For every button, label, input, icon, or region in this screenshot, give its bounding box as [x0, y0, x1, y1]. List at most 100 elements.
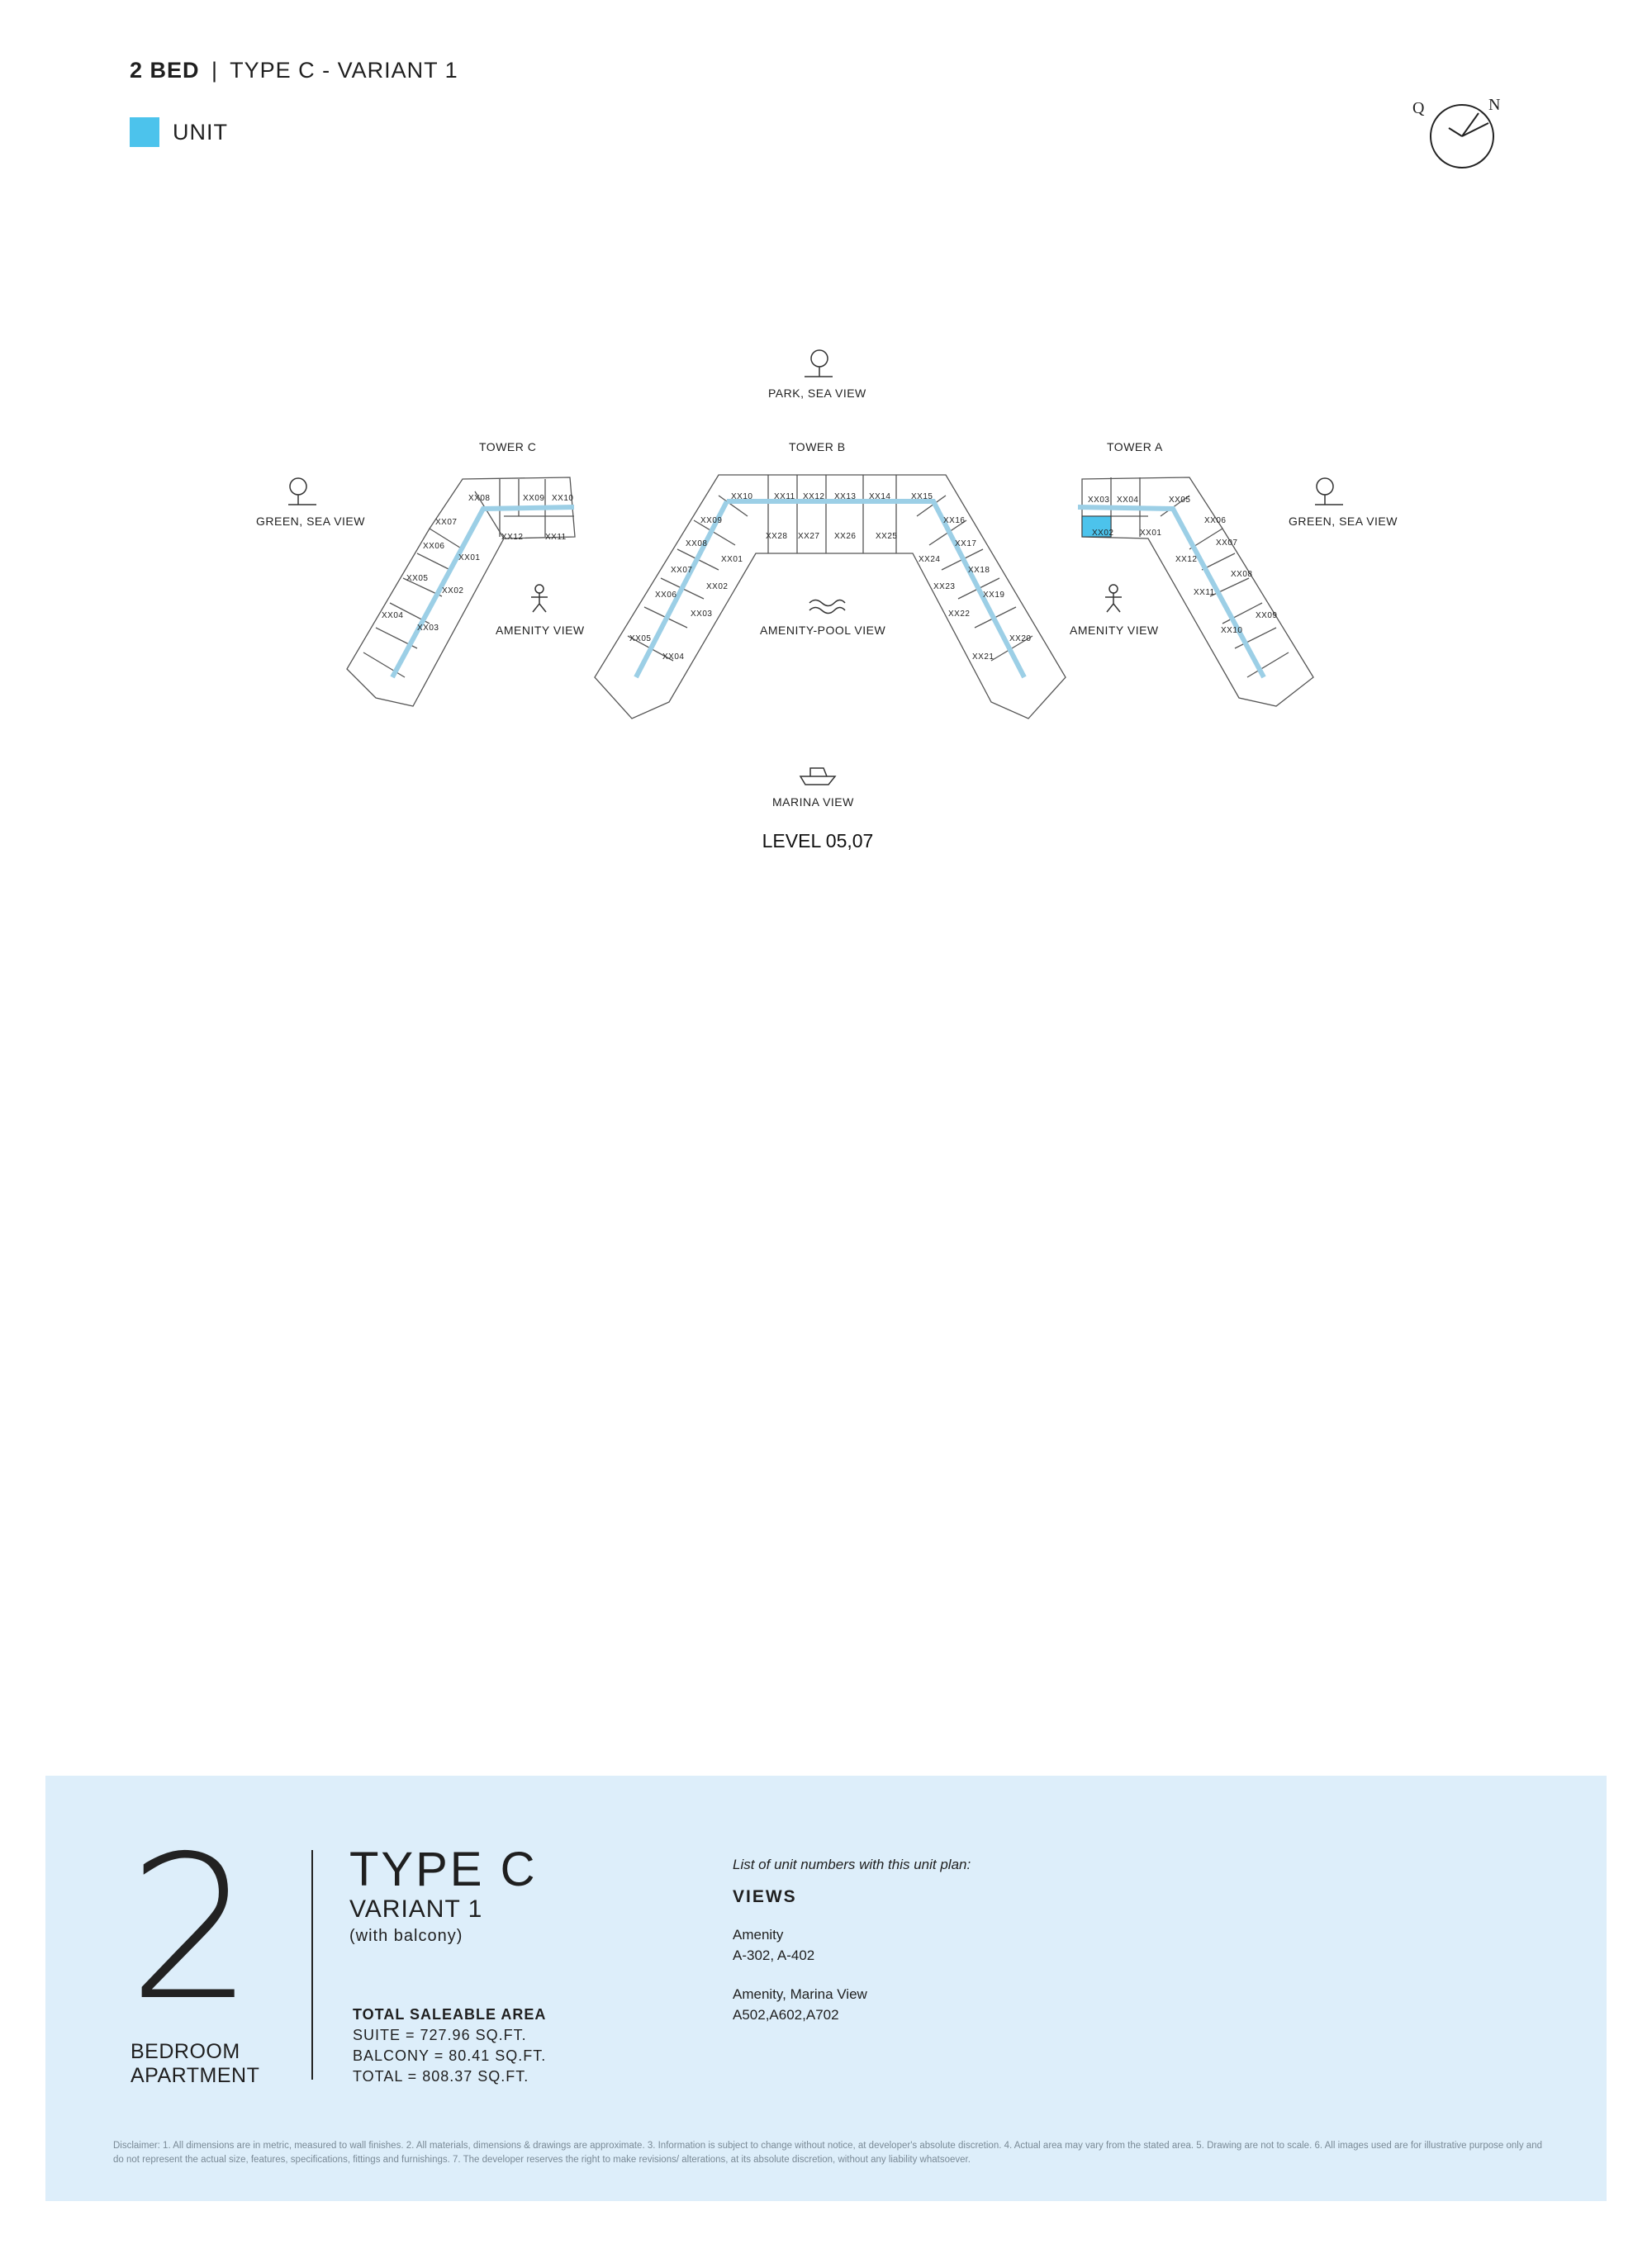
unit-label-tower-c: XX04	[382, 611, 404, 620]
view-group-units: A502,A602,A702	[733, 2007, 839, 2023]
info-panel: 2 BEDROOM APARTMENT TYPE C VARIANT 1 (wi…	[45, 1776, 1607, 2201]
legend: UNIT	[130, 117, 228, 147]
view-group-name: Amenity, Marina View	[733, 1986, 867, 2002]
variant-label: VARIANT 1	[349, 1895, 483, 1923]
unit-label-tower-c: XX05	[406, 574, 429, 583]
view-label-amenity-left: AMENITY VIEW	[496, 624, 585, 637]
unit-label-tower-b: XX05	[629, 634, 652, 643]
unit-label-tower-b: XX09	[700, 516, 723, 525]
unit-label-tower-a: XX08	[1231, 570, 1253, 579]
tower-c-corridor	[390, 505, 575, 679]
compass-n-label: N	[1488, 96, 1500, 114]
unit-label-tower-b: XX17	[955, 539, 977, 548]
unit-label-tower-a: XX09	[1256, 611, 1278, 620]
view-label-left: GREEN, SEA VIEW	[256, 515, 365, 528]
unit-label-tower-c: XX07	[435, 518, 458, 527]
balcony-area: BALCONY = 80.41 SQ.FT.	[353, 2047, 547, 2064]
unit-swatch	[130, 117, 159, 147]
title-separator: |	[211, 58, 219, 83]
unit-label-tower-c: XX10	[552, 494, 574, 503]
tower-a-corridor	[1077, 505, 1266, 679]
balcony-note: (with balcony)	[349, 1927, 463, 1945]
unit-label-tower-c: XX12	[501, 533, 524, 542]
view-group-units: A-302, A-402	[733, 1948, 815, 1963]
unit-label-tower-b: XX28	[766, 532, 788, 541]
site-plan: PARK, SEA VIEW GREEN, SEA VIEW GREEN, SE…	[0, 330, 1652, 859]
page-title: 2 BED | TYPE C - VARIANT 1	[130, 58, 458, 83]
tower-b-label: TOWER B	[789, 440, 846, 453]
compass-icon: Q N	[1412, 96, 1500, 168]
divider	[311, 1850, 313, 2080]
view-label-amenity-right: AMENITY VIEW	[1070, 624, 1159, 637]
view-label-pool: AMENITY-POOL VIEW	[760, 624, 886, 637]
level-label: LEVEL 05,07	[762, 830, 874, 852]
unit-label-tower-a: XX04	[1117, 496, 1139, 505]
unit-label-tower-b: XX03	[691, 610, 713, 619]
view-group: Amenity A-302, A-402	[733, 1924, 814, 1966]
tower-c-outline	[346, 477, 576, 707]
views-title: VIEWS	[733, 1887, 797, 1906]
unit-label-tower-b: XX26	[834, 532, 857, 541]
unit-label-tower-b: XX08	[686, 539, 708, 548]
tower-a-label: TOWER A	[1107, 440, 1163, 453]
unit-label-tower-b: XX22	[948, 610, 971, 619]
unit-label-tower-c: XX01	[458, 553, 481, 562]
unit-label-tower-a: XX11	[1194, 588, 1215, 597]
unit-label-tower-c: XX06	[423, 542, 445, 551]
unit-label-tower-b: XX20	[1009, 634, 1032, 643]
boat-icon	[799, 767, 837, 785]
view-group-name: Amenity	[733, 1927, 784, 1943]
site-plan-drawing	[346, 474, 1314, 719]
unit-label-tower-b: XX21	[972, 652, 995, 662]
area-block: TOTAL SALEABLE AREA SUITE = 727.96 SQ.FT…	[353, 2004, 546, 2087]
tower-c-label: TOWER C	[479, 440, 537, 453]
unit-label-tower-c: XX09	[523, 494, 545, 503]
park-icon	[805, 349, 833, 377]
view-label-right: GREEN, SEA VIEW	[1289, 515, 1398, 528]
view-label-top: PARK, SEA VIEW	[768, 387, 866, 400]
bedroom-count: 2	[128, 1813, 254, 2044]
unit-label-tower-b: XX11	[774, 492, 795, 501]
bed-label: 2 BED	[130, 58, 200, 83]
unit-label-tower-b: XX19	[983, 591, 1005, 600]
unit-label-tower-a: XX07	[1216, 538, 1238, 548]
unit-label-tower-b: XX01	[721, 555, 743, 564]
compass-q-label: Q	[1412, 99, 1425, 117]
unit-label-tower-b: XX04	[662, 652, 685, 662]
tower-b-outline	[594, 474, 1066, 719]
unit-label-tower-b: XX24	[919, 555, 941, 564]
unit-label-tower-a: XX06	[1204, 516, 1227, 525]
unit-label-tower-c: XX03	[417, 624, 439, 633]
type-label: TYPE C - VARIANT 1	[230, 58, 458, 83]
list-note: List of unit numbers with this unit plan…	[733, 1857, 971, 1872]
unit-label-tower-b: XX27	[798, 532, 820, 541]
amenity-icon-right	[1105, 584, 1122, 613]
unit-label-tower-b: XX10	[731, 492, 753, 501]
unit-label-tower-b: XX18	[968, 566, 990, 575]
tree-icon-right	[1315, 477, 1343, 505]
view-group: Amenity, Marina View A502,A602,A702	[733, 1984, 867, 2025]
type-title: TYPE C	[349, 1843, 538, 1896]
unit-label-tower-b: XX12	[803, 492, 825, 501]
amenity-icon-left	[531, 584, 548, 613]
unit-label-tower-c: XX02	[442, 586, 464, 595]
area-title: TOTAL SALEABLE AREA	[353, 2006, 547, 2023]
unit-label-tower-c: XX08	[468, 494, 491, 503]
unit-label-tower-b: XX14	[869, 492, 891, 501]
tower-b-corridor	[634, 499, 1027, 679]
tree-icon-left	[288, 477, 316, 505]
pool-icon	[809, 599, 846, 614]
bedroom-line-1: BEDROOM	[131, 2040, 240, 2063]
bedroom-line-2: APARTMENT	[131, 2064, 260, 2087]
highlighted-unit	[1081, 515, 1112, 538]
unit-label-tower-a: XX03	[1088, 496, 1110, 505]
unit-label-tower-a: XX05	[1169, 496, 1191, 505]
unit-label-tower-a: XX02	[1092, 529, 1114, 538]
bedroom-label: BEDROOM APARTMENT	[131, 2040, 259, 2088]
suite-area: SUITE = 727.96 SQ.FT.	[353, 2027, 527, 2043]
unit-label-tower-b: XX23	[933, 582, 956, 591]
unit-label-tower-b: XX07	[671, 566, 693, 575]
unit-label-tower-b: XX13	[834, 492, 857, 501]
unit-label-tower-b: XX15	[911, 492, 933, 501]
unit-label-tower-a: XX01	[1140, 529, 1162, 538]
